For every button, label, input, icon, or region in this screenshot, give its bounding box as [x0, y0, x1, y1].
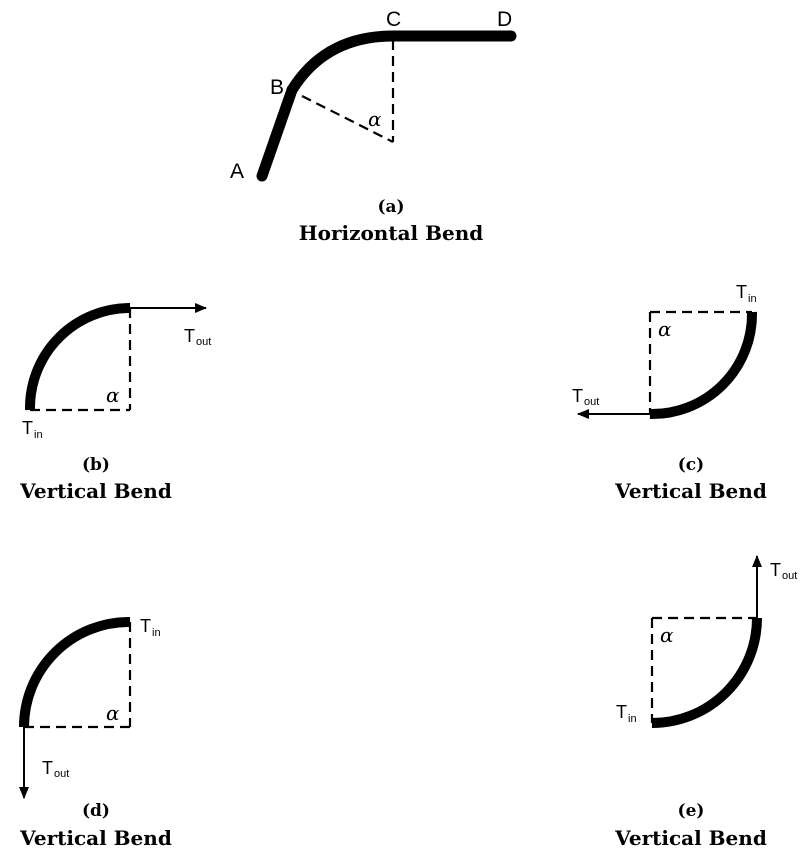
panel-c-label: (c) — [678, 455, 704, 475]
point-label-a: A — [230, 160, 244, 183]
panel-a-horizontal-bend: A B C D α (a) Horizontal Bend — [230, 8, 517, 245]
panel-d-label: (d) — [82, 801, 110, 821]
t-in-label-b: Tin — [22, 418, 43, 441]
panel-e-vertical-bend: α Tout Tin (e) Vertical Bend — [614, 555, 797, 850]
t-in-label-c: Tin — [736, 282, 757, 305]
t-in-label-e: Tin — [616, 702, 637, 725]
pipe-arc-b — [24, 303, 131, 411]
panel-c-caption: Vertical Bend — [614, 479, 767, 503]
panel-a-label: (a) — [377, 197, 404, 217]
t-out-label-d: Tout — [42, 758, 69, 780]
panel-d-caption: Vertical Bend — [19, 826, 172, 850]
t-in-label-d: Tin — [140, 616, 161, 639]
panel-c-vertical-bend: α Tin Tout (c) Vertical Bend — [572, 282, 767, 503]
t-out-label-c: Tout — [572, 386, 599, 408]
pipe-a-b-segment — [256, 84, 298, 182]
panel-d-vertical-bend: α Tin Tout (d) Vertical Bend — [19, 616, 172, 850]
panel-a-caption: Horizontal Bend — [299, 221, 484, 245]
t-out-label-b: Tout — [184, 326, 211, 348]
pipe-arc-d — [19, 616, 131, 728]
pipe-arc-e — [651, 617, 762, 728]
point-label-d: D — [497, 8, 512, 31]
angle-alpha-b: α — [106, 383, 120, 407]
panel-e-label: (e) — [678, 801, 705, 821]
panel-b-vertical-bend: α Tout Tin (b) Vertical Bend — [19, 303, 211, 503]
angle-alpha-a: α — [368, 107, 382, 131]
angle-alpha-c: α — [658, 317, 672, 341]
panel-b-caption: Vertical Bend — [19, 479, 172, 503]
t-out-label-e: Tout — [770, 560, 797, 582]
panel-e-caption: Vertical Bend — [614, 826, 767, 850]
angle-alpha-d: α — [106, 701, 120, 725]
point-label-c: C — [386, 8, 401, 31]
pipe-b-c-curve — [286, 30, 399, 96]
panel-b-label: (b) — [82, 455, 110, 475]
point-label-b: B — [270, 76, 284, 99]
angle-alpha-e: α — [660, 623, 674, 647]
pipe-arc-c — [649, 311, 758, 420]
radius-dashed-b — [301, 95, 394, 143]
